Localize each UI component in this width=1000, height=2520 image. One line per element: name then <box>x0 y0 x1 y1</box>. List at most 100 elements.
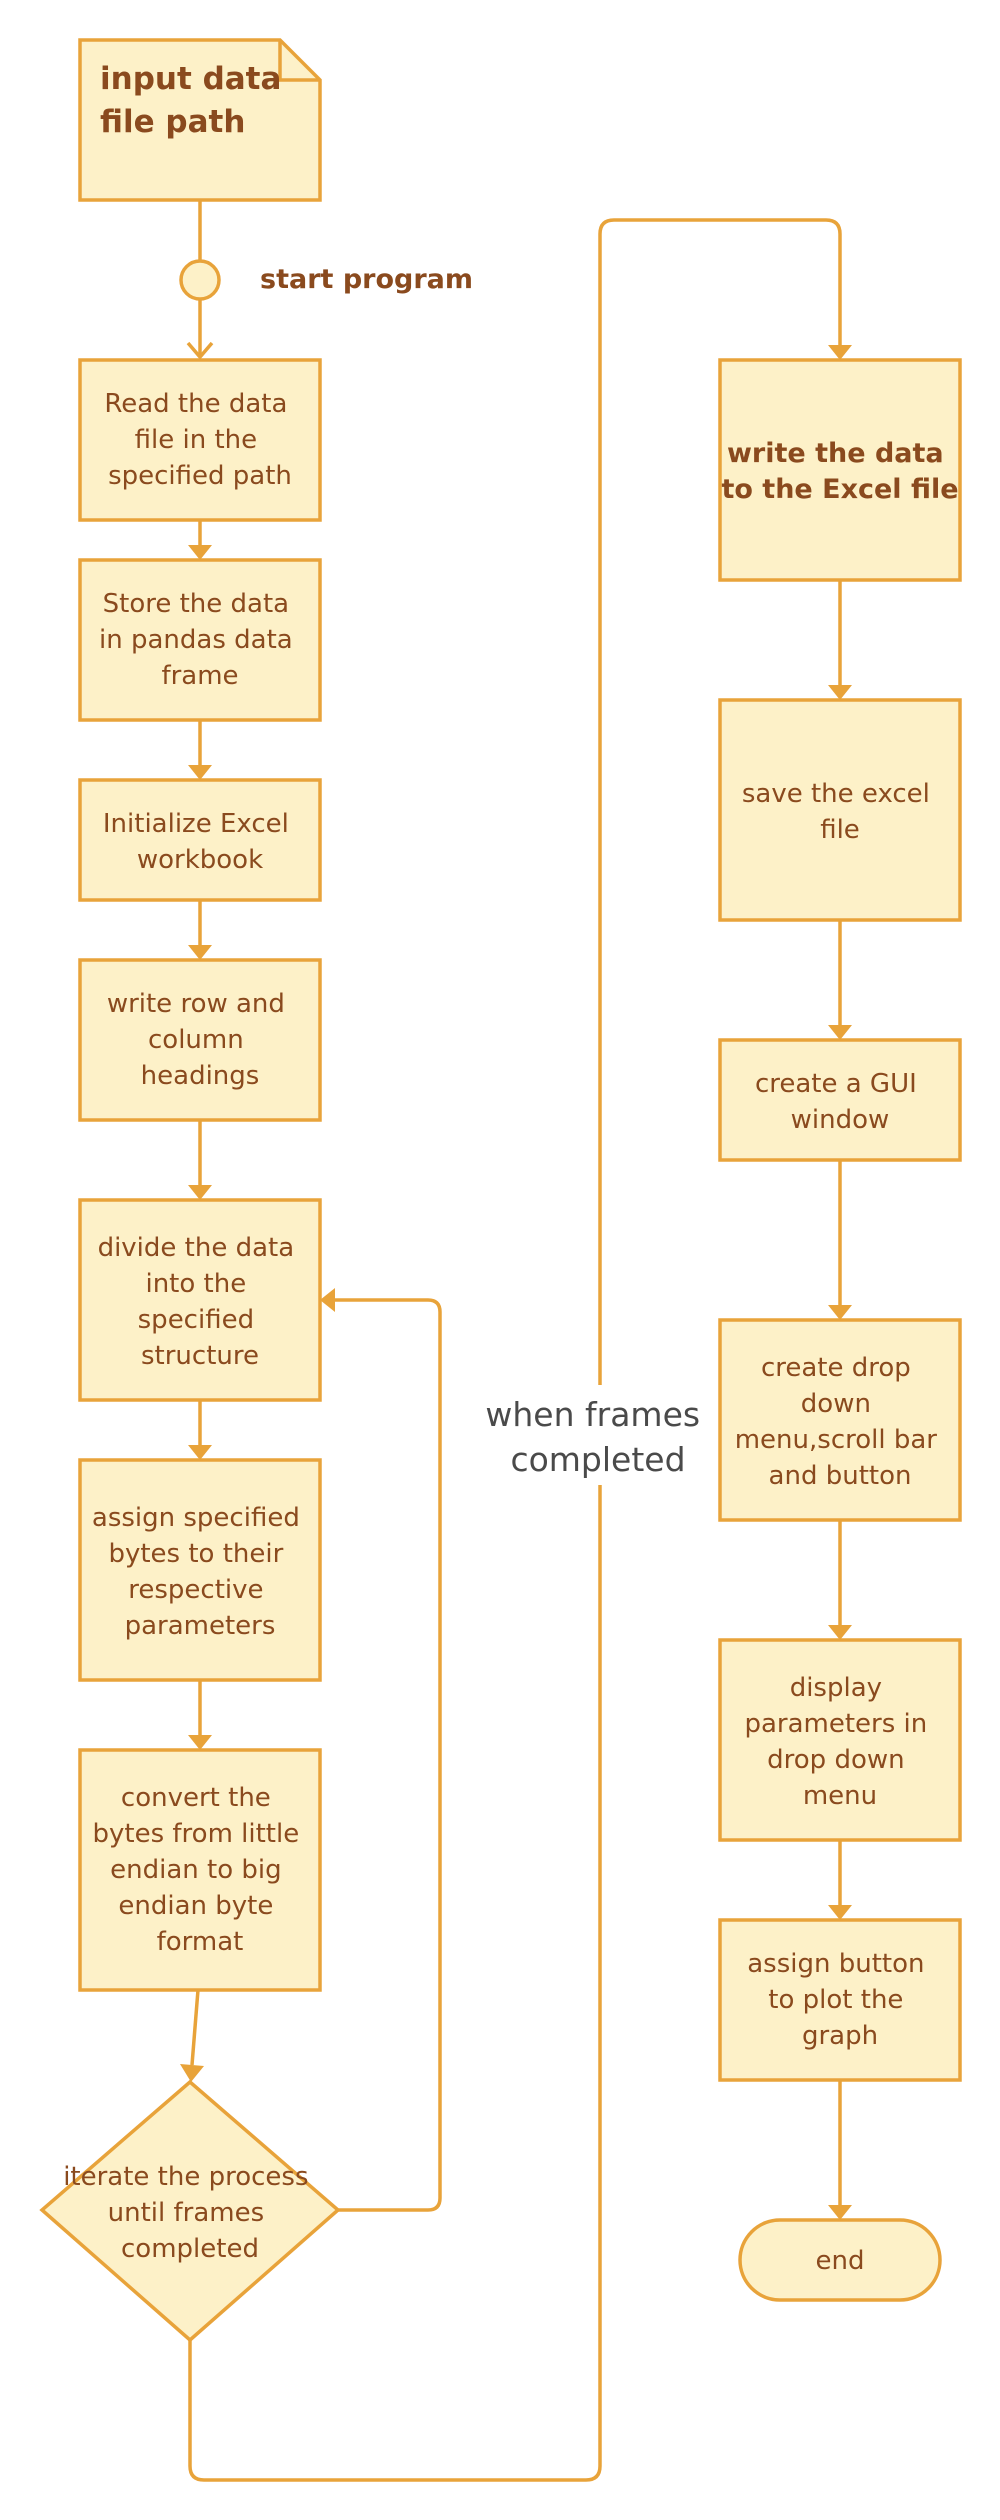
arrowhead <box>828 1905 852 1920</box>
node-text: assign button to plot the graph <box>747 1949 933 2051</box>
node-line: file <box>820 815 860 845</box>
node-line: in pandas data <box>99 625 293 655</box>
node-line: parameters in <box>744 1709 927 1739</box>
node-assign-bytes: assign specified bytes to their respecti… <box>78 1458 322 1682</box>
node-line: assign specified <box>92 1503 300 1533</box>
node-text: display parameters in drop down menu <box>744 1673 935 1811</box>
node-text: input data file path <box>100 61 292 140</box>
node-line: create drop <box>761 1353 911 1383</box>
node-end: end <box>738 2218 942 2302</box>
node-text: divide the data into the specified struc… <box>98 1233 303 1371</box>
node-line: Read the data <box>104 389 287 419</box>
process-box <box>718 1638 962 1842</box>
node-line: menu,scroll bar <box>735 1425 938 1455</box>
node-line: input data <box>100 61 281 97</box>
node-initialize-workbook: Initialize Excel workbook <box>78 778 322 902</box>
node-line: menu <box>803 1781 877 1811</box>
process-box <box>78 778 322 902</box>
node-line: iterate the process <box>63 2162 308 2192</box>
node-text: Read the data file in the specified path <box>104 389 295 491</box>
node-line: convert the <box>121 1783 271 1813</box>
connector-convert-iterate <box>190 1989 200 2066</box>
process-box <box>78 558 322 722</box>
node-line: workbook <box>137 845 263 875</box>
node-line: window <box>791 1105 890 1135</box>
edge-label-background <box>490 1385 710 1485</box>
node-text: create drop down menu,scroll bar and but… <box>735 1353 946 1491</box>
node-line: specified <box>138 1305 254 1335</box>
node-write-headings: write row and column headings <box>78 958 322 1122</box>
node-line: write row and <box>107 989 285 1019</box>
arrowhead <box>180 2064 204 2082</box>
node-line: respective <box>128 1575 263 1605</box>
node-line: frame <box>161 661 238 691</box>
connector-frames-completed <box>188 218 842 2482</box>
process-box <box>718 1038 962 1162</box>
node-line: divide the data <box>98 1233 295 1263</box>
arrowhead <box>828 1625 852 1640</box>
arrowhead <box>828 1305 852 1320</box>
edge-label-line: completed <box>510 1440 685 1479</box>
node-line: display <box>790 1673 882 1703</box>
node-line: assign button <box>747 1949 924 1979</box>
node-line: end <box>816 2246 865 2276</box>
node-text: assign specified bytes to their respecti… <box>92 1503 308 1641</box>
process-box <box>718 1318 962 1522</box>
node-line: structure <box>141 1341 259 1371</box>
node-line: drop down <box>767 1745 904 1775</box>
node-start-program: start program <box>179 259 473 301</box>
arrowhead <box>188 1735 212 1750</box>
node-create-dropdown: create drop down menu,scroll bar and but… <box>718 1318 962 1522</box>
decision-diamond <box>39 2079 341 2343</box>
arrowhead <box>188 765 212 780</box>
process-box <box>78 358 322 522</box>
note-fold <box>278 40 320 82</box>
connectors <box>180 200 852 2482</box>
edge-label-when-frames-completed: when frames completed <box>485 1385 710 1485</box>
node-line: down <box>801 1389 871 1419</box>
node-line: format <box>157 1927 244 1957</box>
process-box <box>78 958 322 1122</box>
node-line: to the Excel file <box>721 474 958 505</box>
start-circle <box>179 259 221 301</box>
node-divide-data: divide the data into the specified struc… <box>78 1198 322 1402</box>
node-line: bytes to their <box>108 1539 283 1569</box>
node-convert-endian: convert the bytes from little endian to … <box>78 1748 322 1992</box>
node-store-data: Store the data in pandas data frame <box>78 558 322 722</box>
arrowhead <box>188 1185 212 1200</box>
node-line: headings <box>141 1061 260 1091</box>
node-assign-button: assign button to plot the graph <box>718 1918 962 2082</box>
node-line: Initialize Excel <box>103 809 289 839</box>
node-line: Store the data <box>103 589 289 619</box>
node-line: save the excel <box>742 779 930 809</box>
node-save-excel: save the excel file <box>718 698 962 922</box>
process-box <box>718 698 962 922</box>
process-box <box>718 1918 962 2082</box>
node-text: Store the data in pandas data frame <box>99 589 301 691</box>
document-note-shape <box>78 38 322 202</box>
node-line: column <box>148 1025 244 1055</box>
process-box <box>78 1748 322 1992</box>
node-line: file path <box>100 104 245 140</box>
arrowhead <box>828 345 852 360</box>
node-line: parameters <box>125 1611 276 1641</box>
edge-label-line: when frames <box>485 1395 700 1434</box>
node-line: completed <box>121 2234 259 2264</box>
node-line: graph <box>802 2021 878 2051</box>
arrowhead <box>188 545 212 560</box>
node-line: and button <box>769 1461 912 1491</box>
arrowhead <box>828 2205 852 2220</box>
node-line: endian to big <box>110 1855 281 1885</box>
node-line: to plot the <box>768 1985 903 2015</box>
node-text: convert the bytes from little endian to … <box>93 1783 308 1957</box>
node-text: Initialize Excel workbook <box>103 809 297 875</box>
process-box <box>78 1198 322 1402</box>
arrowhead <box>188 945 212 960</box>
arrowhead <box>828 685 852 700</box>
node-line: write the data <box>727 438 944 469</box>
node-text: end <box>816 2246 865 2276</box>
node-text: create a GUI window <box>755 1069 925 1135</box>
edge-label-text: when frames completed <box>485 1395 710 1479</box>
node-line: bytes from little <box>93 1819 300 1849</box>
